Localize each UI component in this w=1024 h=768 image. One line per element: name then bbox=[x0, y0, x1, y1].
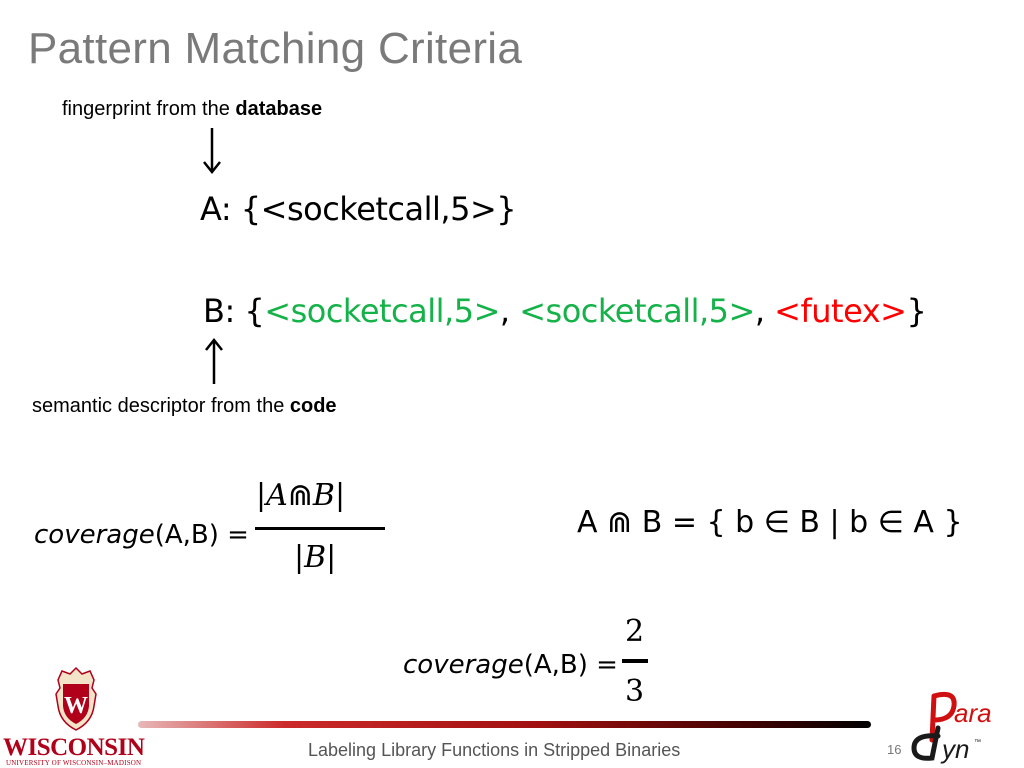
set-a-label: A: { bbox=[200, 190, 261, 228]
coverage-def-args: (A,B) = bbox=[154, 520, 249, 550]
fingerprint-note: fingerprint from the database bbox=[62, 98, 322, 121]
den-bar-left: | bbox=[294, 540, 305, 575]
set-b-label: B: { bbox=[203, 292, 265, 330]
svg-text:yn: yn bbox=[940, 734, 969, 764]
intersection-definition: A ⋒ B = { b ∈ B | b ∈ A } bbox=[577, 505, 963, 540]
coverage-definition: coverage(A,B) = bbox=[34, 520, 249, 550]
coverage-result-denominator: 3 bbox=[625, 674, 645, 709]
semantic-note: semantic descriptor from the code bbox=[32, 395, 337, 418]
coverage-result-numerator: 2 bbox=[625, 614, 645, 649]
up-arrow-icon bbox=[205, 337, 223, 384]
num-bar-left: | bbox=[256, 478, 267, 513]
semantic-note-bold: code bbox=[289, 395, 337, 417]
coverage-result-name: coverage bbox=[403, 650, 524, 680]
set-b-sep-2: , bbox=[754, 292, 775, 330]
set-b-item-1: <socketcall,5> bbox=[264, 292, 500, 330]
set-b-sep-1: , bbox=[499, 292, 520, 330]
num-b: B bbox=[312, 478, 335, 513]
set-b-close: } bbox=[906, 292, 927, 330]
coverage-result-args: (A,B) = bbox=[523, 650, 618, 680]
set-a-item: <socketcall,5> bbox=[260, 190, 497, 228]
coverage-result-fraction-line bbox=[622, 659, 648, 663]
coverage-def-numerator: |A⋒B| bbox=[256, 478, 345, 513]
set-b: B: {<socketcall,5>, <socketcall,5>, <fut… bbox=[203, 292, 927, 330]
fingerprint-note-bold: database bbox=[235, 98, 323, 120]
wisconsin-subtitle: UNIVERSITY OF WISCONSIN–MADISON bbox=[6, 759, 142, 767]
page-number: 16 bbox=[887, 742, 902, 757]
set-a-close: } bbox=[496, 190, 517, 228]
num-intersect: ⋒ bbox=[287, 478, 313, 513]
svg-text:ara: ara bbox=[954, 698, 992, 728]
paradyn-logo-icon: ara yn ™ bbox=[911, 691, 992, 764]
num-bar-right: | bbox=[334, 478, 346, 513]
slide-title: Pattern Matching Criteria bbox=[28, 24, 523, 73]
coverage-def-denominator: |B| bbox=[294, 540, 336, 575]
num-a: A bbox=[266, 478, 288, 513]
semantic-note-text: semantic descriptor from the bbox=[32, 395, 290, 417]
den-b: B bbox=[304, 540, 327, 575]
footer-divider bbox=[138, 721, 871, 728]
set-b-item-2: <socketcall,5> bbox=[519, 292, 755, 330]
coverage-def-name: coverage bbox=[34, 520, 155, 550]
svg-text:™: ™ bbox=[974, 739, 981, 746]
coverage-def-fraction-line bbox=[255, 527, 385, 530]
den-bar-right: | bbox=[326, 540, 337, 575]
footer-title: Labeling Library Functions in Stripped B… bbox=[308, 740, 681, 760]
set-b-item-3: <futex> bbox=[774, 292, 907, 330]
coverage-result: coverage(A,B) = bbox=[403, 650, 618, 680]
fingerprint-note-text: fingerprint from the bbox=[62, 98, 236, 120]
set-a: A: {<socketcall,5>} bbox=[200, 190, 517, 228]
wisconsin-wordmark: WISCONSIN bbox=[3, 734, 145, 761]
svg-text:W: W bbox=[64, 693, 88, 719]
down-arrow-icon bbox=[203, 128, 221, 175]
wisconsin-crest-icon: W bbox=[55, 666, 97, 731]
